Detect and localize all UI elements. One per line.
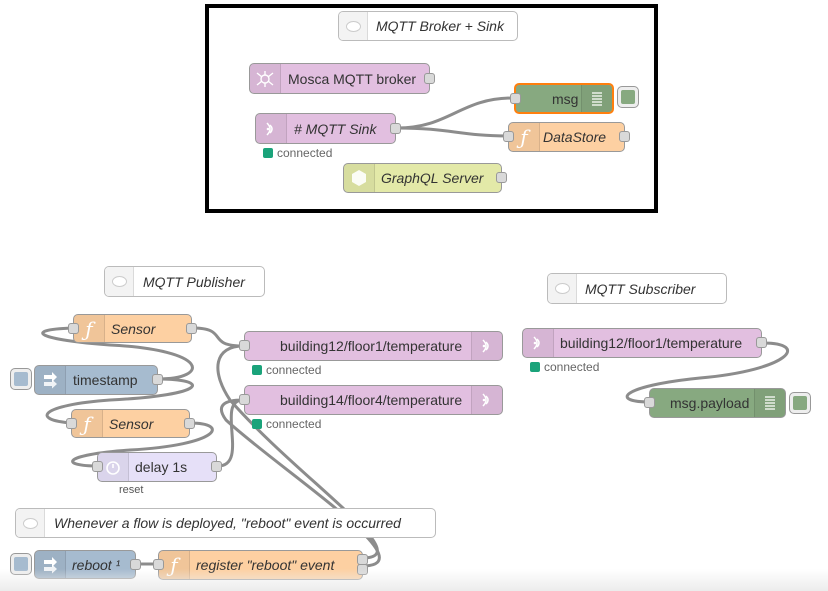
function-icon: ƒ (74, 315, 105, 342)
comment-mqtt-publisher[interactable]: MQTT Publisher (104, 266, 265, 297)
input-port[interactable] (239, 340, 250, 351)
wifi-icon (471, 332, 502, 360)
status-dot (252, 419, 262, 429)
comment-label: MQTT Publisher (143, 273, 245, 290)
wire-register-to-out1 (216, 344, 379, 560)
sensor-node-1[interactable]: ƒ Sensor (68, 314, 197, 343)
mqtt-out-2-status: connected (252, 417, 321, 431)
msg-debug-node[interactable]: msg (510, 83, 614, 114)
broker-sink-group-frame (205, 4, 658, 213)
input-port[interactable] (510, 92, 521, 104)
wifi-icon (256, 114, 287, 143)
input-port[interactable] (92, 461, 103, 472)
status-dot (263, 148, 273, 158)
mqtt-in-status: connected (530, 360, 599, 374)
mosca-icon (250, 64, 281, 93)
comment-label: Whenever a flow is deployed, "reboot" ev… (54, 515, 401, 531)
comment-label: MQTT Broker + Sink (376, 18, 504, 34)
status-text: connected (266, 417, 322, 431)
datastore-node[interactable]: ƒ DataStore (503, 122, 630, 152)
node-label: msg (552, 90, 579, 107)
node-label: Mosca MQTT broker (288, 70, 417, 87)
input-port[interactable] (503, 131, 514, 142)
wire-in-to-payload (625, 341, 790, 404)
input-port[interactable] (239, 394, 250, 405)
output-port[interactable] (186, 322, 197, 334)
status-dot (252, 365, 262, 375)
inject-button[interactable] (10, 368, 32, 390)
status-dot (530, 362, 540, 372)
delay-node[interactable]: delay 1s (92, 452, 222, 482)
node-label: # MQTT Sink (294, 120, 377, 137)
canvas-bottom-fade (0, 569, 828, 591)
input-port[interactable] (644, 397, 655, 408)
graphql-server-node[interactable]: GraphQL Server (343, 163, 507, 193)
output-port[interactable] (619, 131, 630, 142)
mqtt-out-1-status: connected (252, 363, 321, 377)
node-label: GraphQL Server (381, 170, 484, 186)
output-port[interactable] (424, 72, 435, 84)
sensor-node-2[interactable]: ƒ Sensor (66, 409, 195, 438)
node-label: building14/floor4/temperature (280, 392, 463, 408)
comment-icon (548, 274, 577, 303)
wire-timestamp-to-sensor1 (41, 326, 194, 381)
list-icon (754, 389, 785, 417)
delay-status-label: reset (119, 484, 144, 496)
timestamp-inject-node[interactable]: timestamp (34, 365, 163, 395)
function-icon: ƒ (509, 123, 540, 151)
function-icon: ƒ (72, 410, 103, 437)
comment-icon (16, 509, 45, 537)
comment-broker-sink[interactable]: MQTT Broker + Sink (338, 11, 518, 41)
wifi-icon (471, 386, 502, 414)
output-port[interactable] (211, 461, 222, 472)
node-label: building12/floor1/temperature (560, 335, 743, 351)
list-icon (581, 85, 612, 112)
mqtt-sink-node[interactable]: # MQTT Sink (255, 113, 401, 144)
status-text: connected (277, 146, 333, 160)
node-label: building12/floor1/temperature (280, 338, 463, 354)
mosca-broker-node[interactable]: Mosca MQTT broker (249, 63, 435, 94)
node-label: reboot ¹ (72, 556, 121, 573)
wire-sensor2-to-delay (71, 421, 214, 468)
output-port[interactable] (496, 172, 507, 183)
wire-sink-to-datastore (395, 126, 510, 138)
debug-toggle-button[interactable] (789, 392, 811, 414)
debug-toggle-button[interactable] (617, 86, 639, 108)
output-port[interactable] (152, 374, 163, 385)
mqtt-in-node[interactable]: building12/floor1/temperature (522, 328, 767, 358)
graphql-icon (344, 164, 375, 192)
mqtt-sink-status: connected (263, 146, 332, 160)
wifi-icon (523, 329, 554, 357)
output-port[interactable] (184, 417, 195, 429)
timer-icon (98, 453, 129, 481)
wire-sensor1-to-out1 (190, 326, 245, 348)
node-label: Sensor (109, 415, 154, 432)
comment-reboot[interactable]: Whenever a flow is deployed, "reboot" ev… (15, 508, 436, 538)
wire-delay-to-out2 (216, 398, 245, 468)
comment-icon (339, 12, 368, 40)
wire-timestamp-to-sensor2 (45, 377, 194, 425)
node-label: delay 1s (135, 459, 188, 475)
arrow-icon (35, 366, 66, 394)
mqtt-out-node-1[interactable]: building12/floor1/temperature (239, 331, 503, 361)
node-label: msg.payload (670, 395, 750, 411)
node-label: Sensor (111, 320, 156, 337)
comment-icon (105, 267, 134, 296)
payload-debug-node[interactable]: msg.payload (644, 388, 786, 418)
status-text: connected (544, 360, 600, 374)
status-text: connected (266, 363, 322, 377)
comment-mqtt-subscriber[interactable]: MQTT Subscriber (547, 273, 727, 304)
wire-register-to-out2 (219, 398, 381, 568)
node-label: timestamp (73, 372, 138, 388)
node-label: DataStore (543, 129, 607, 145)
mqtt-out-node-2[interactable]: building14/floor4/temperature (239, 385, 503, 415)
output-port[interactable] (756, 337, 767, 348)
output-port[interactable] (390, 122, 401, 134)
output-port[interactable] (130, 558, 141, 570)
input-port[interactable] (66, 417, 77, 429)
comment-label: MQTT Subscriber (585, 280, 696, 297)
input-port[interactable] (68, 322, 79, 334)
